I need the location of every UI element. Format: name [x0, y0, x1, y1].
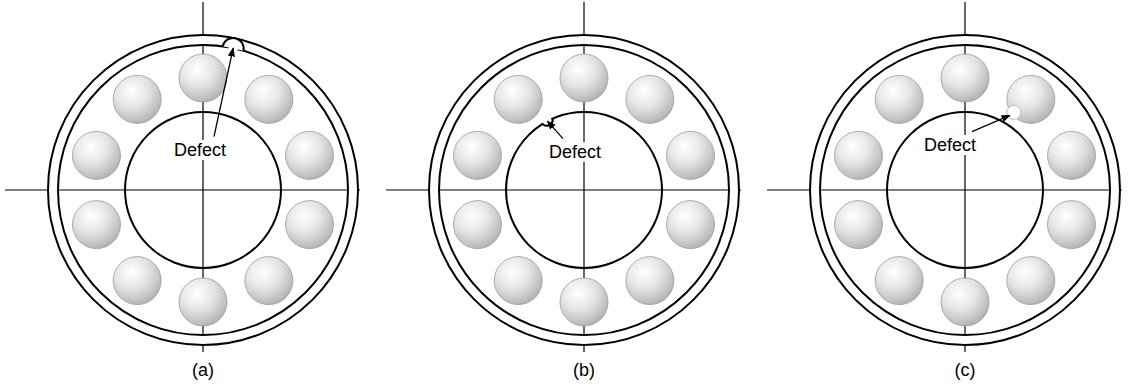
- rolling-ball: [560, 54, 608, 102]
- defect-mark: [1007, 105, 1021, 119]
- axis-line: [386, 189, 741, 190]
- defect-label: Defect: [922, 135, 978, 156]
- rolling-ball: [1048, 201, 1096, 249]
- rolling-ball: [1007, 257, 1055, 305]
- rolling-ball: [286, 131, 334, 179]
- rolling-ball: [453, 131, 501, 179]
- rolling-ball: [1007, 75, 1055, 123]
- axis-line: [5, 189, 360, 190]
- rolling-ball: [245, 75, 293, 123]
- outer-race: [429, 35, 739, 345]
- rolling-ball: [941, 278, 989, 326]
- rolling-ball: [626, 257, 674, 305]
- rolling-ball: [941, 54, 989, 102]
- axis-line: [767, 189, 1122, 190]
- rolling-ball: [667, 201, 715, 249]
- rolling-ball: [286, 201, 334, 249]
- rolling-ball: [179, 278, 227, 326]
- rolling-ball: [72, 201, 120, 249]
- rolling-ball: [245, 257, 293, 305]
- defect-label: Defect: [547, 142, 603, 163]
- rolling-ball: [667, 131, 715, 179]
- rolling-ball: [1048, 131, 1096, 179]
- inner-race: [125, 112, 281, 268]
- leader-arrow: [972, 115, 1010, 131]
- rolling-ball: [875, 257, 923, 305]
- leader-arrow: [214, 48, 233, 136]
- outer-race: [820, 45, 1110, 335]
- defect-label: Defect: [172, 140, 228, 161]
- inner-race: [887, 112, 1043, 268]
- outer-race: [439, 45, 729, 335]
- rolling-ball: [626, 75, 674, 123]
- outer-race: [810, 35, 1120, 345]
- rolling-ball: [494, 257, 542, 305]
- leader-arrow: [547, 121, 563, 139]
- rolling-ball: [560, 278, 608, 326]
- outer-race: [48, 35, 358, 345]
- defect-mark: [1007, 105, 1021, 119]
- rolling-ball: [834, 201, 882, 249]
- panel-label: (c): [953, 360, 978, 381]
- panel-label: (a): [190, 360, 216, 381]
- inner-race: [506, 112, 662, 268]
- bearing: [5, 2, 360, 352]
- bearing: [386, 2, 741, 352]
- panel-label: (b): [571, 360, 597, 381]
- rolling-ball: [113, 257, 161, 305]
- rolling-ball: [113, 75, 161, 123]
- outer-race: [58, 45, 348, 335]
- rolling-ball: [494, 75, 542, 123]
- rolling-ball: [72, 131, 120, 179]
- rolling-ball: [179, 54, 227, 102]
- rolling-ball: [875, 75, 923, 123]
- rolling-ball: [834, 131, 882, 179]
- rolling-ball: [453, 201, 501, 249]
- bearing: [767, 2, 1122, 352]
